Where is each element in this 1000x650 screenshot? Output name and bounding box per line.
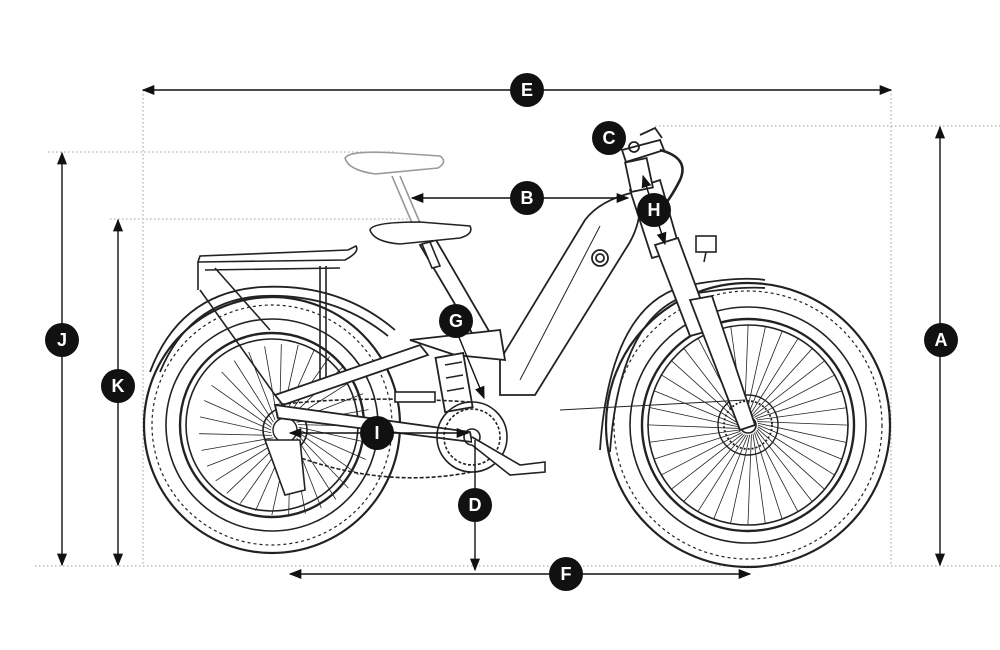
spoke bbox=[201, 437, 274, 451]
spoke bbox=[661, 432, 742, 476]
headlight bbox=[695, 235, 717, 263]
spoke bbox=[206, 439, 276, 467]
guide-lines bbox=[35, 90, 1000, 567]
spoke bbox=[697, 434, 747, 512]
label-a: A bbox=[924, 323, 958, 357]
spoke bbox=[747, 330, 783, 416]
spoke bbox=[298, 432, 359, 476]
label-f: F bbox=[549, 557, 583, 591]
spoke bbox=[647, 424, 739, 429]
drivetrain bbox=[263, 391, 546, 496]
spoke bbox=[204, 400, 272, 431]
spoke bbox=[653, 431, 741, 460]
spoke bbox=[671, 433, 744, 490]
spoke bbox=[221, 371, 273, 425]
spoke bbox=[749, 338, 799, 416]
spoke bbox=[215, 441, 278, 482]
label-j: J bbox=[45, 323, 79, 357]
spoke bbox=[233, 360, 274, 423]
label-k: K bbox=[101, 369, 135, 403]
spoke bbox=[755, 390, 843, 419]
spoke bbox=[755, 431, 799, 512]
seats bbox=[344, 151, 472, 269]
label-h: H bbox=[637, 193, 671, 227]
spoke bbox=[754, 374, 835, 418]
spoke bbox=[730, 434, 751, 524]
label-e: E bbox=[510, 73, 544, 107]
arrow-g bbox=[455, 329, 485, 400]
frame bbox=[273, 178, 682, 444]
spoke bbox=[199, 416, 272, 434]
spoke bbox=[683, 434, 745, 502]
label-b: B bbox=[510, 181, 544, 215]
label-g: G bbox=[439, 304, 473, 338]
spoke bbox=[296, 437, 337, 500]
spoke bbox=[713, 434, 749, 520]
spoke bbox=[248, 351, 276, 421]
spoke bbox=[752, 433, 766, 524]
spoke bbox=[756, 429, 813, 502]
spoke bbox=[199, 433, 273, 436]
fenders bbox=[149, 277, 766, 453]
label-c: C bbox=[592, 121, 626, 155]
front-fork bbox=[559, 236, 773, 450]
rear-spokes bbox=[199, 344, 371, 516]
label-i: I bbox=[360, 416, 394, 450]
spoke bbox=[751, 348, 813, 416]
spoke bbox=[649, 429, 740, 443]
spoke bbox=[757, 421, 849, 426]
label-d: D bbox=[458, 488, 492, 522]
spoke bbox=[754, 432, 783, 520]
spoke bbox=[297, 435, 349, 489]
spoke bbox=[284, 349, 315, 417]
spoke bbox=[756, 407, 847, 421]
spoke bbox=[752, 360, 825, 417]
rear-rack bbox=[196, 244, 358, 396]
spoke bbox=[747, 434, 752, 526]
spoke bbox=[211, 384, 272, 428]
